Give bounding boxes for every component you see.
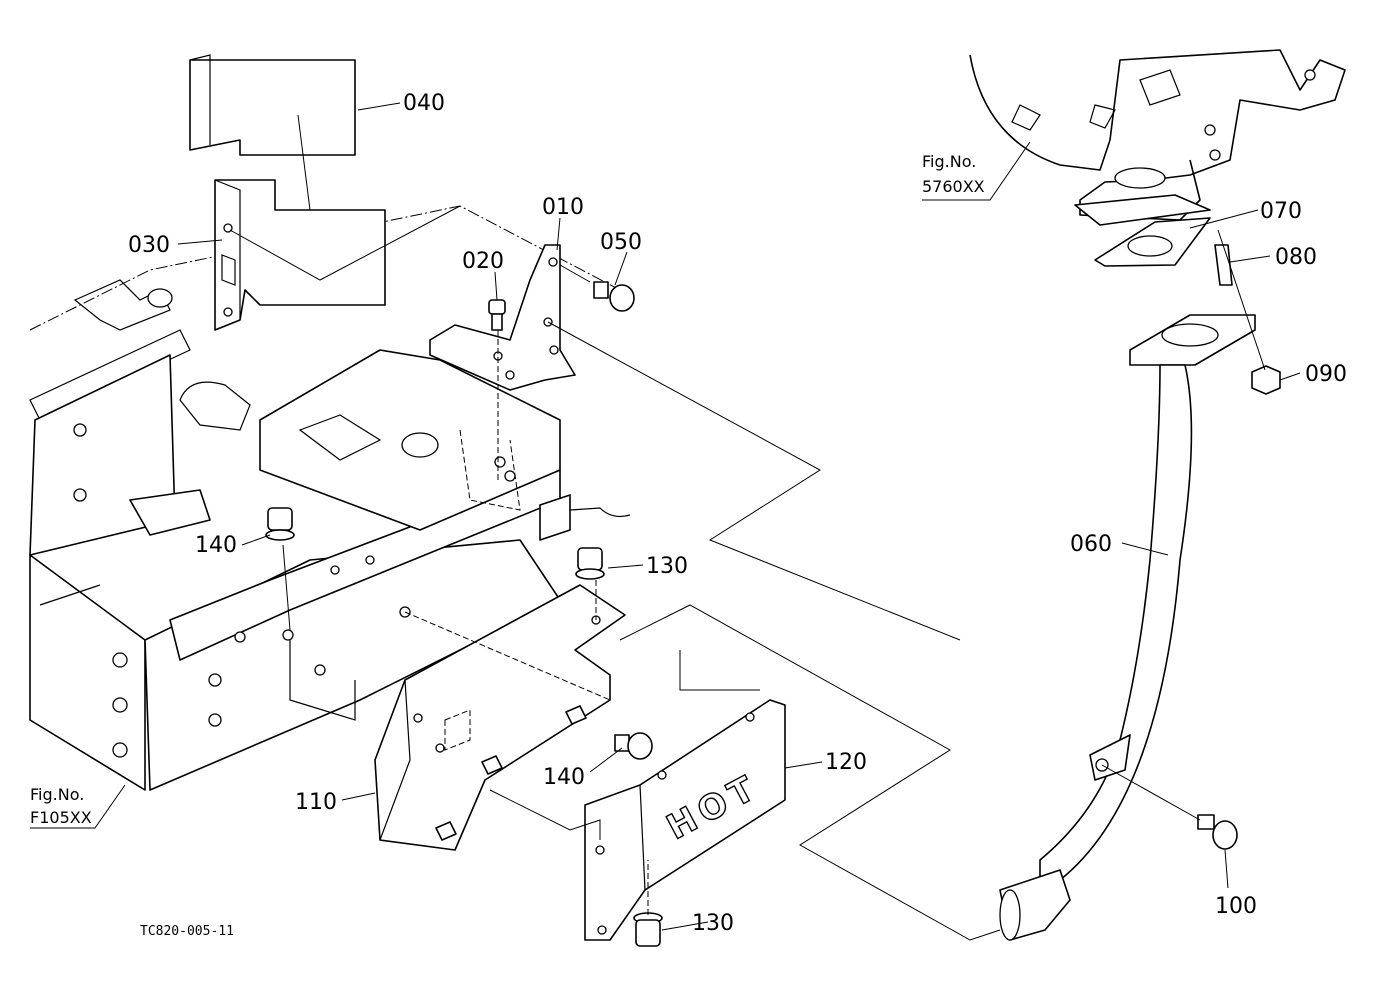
label-070: 070 [1260, 199, 1302, 224]
label-140-left: 140 [195, 533, 237, 558]
label-130-upper: 130 [646, 554, 688, 579]
label-130-lower: 130 [692, 911, 734, 936]
muffler-ref-line1: Fig.No. [922, 152, 976, 171]
part-100-bolt [1197, 814, 1238, 850]
part-030-bracket-plate [214, 179, 386, 331]
label-110: 110 [295, 790, 337, 815]
label-020: 020 [462, 249, 504, 274]
label-090: 090 [1305, 362, 1347, 387]
label-140-center: 140 [543, 765, 585, 790]
part-060-exhaust-pipe [999, 314, 1256, 941]
part-labels: 040 030 010 020 050 070 080 090 060 100 … [128, 91, 1347, 936]
muffler-ref-line2: 5760XX [922, 177, 985, 196]
label-010: 010 [542, 195, 584, 220]
part-130-bolt-upper [575, 547, 605, 580]
part-140-bolt-center [614, 732, 653, 760]
assembly-guide-lines [229, 205, 1266, 941]
label-080: 080 [1275, 245, 1317, 270]
part-050-bolt [593, 281, 635, 312]
part-140-bolt-left [265, 507, 295, 541]
muffler-assembly [969, 49, 1346, 226]
label-040: 040 [403, 91, 445, 116]
frame-ref-line1: Fig.No. [30, 785, 84, 804]
label-050: 050 [600, 230, 642, 255]
figure-references: Fig.No. 5760XX Fig.No. F105XX TC820-005-… [30, 152, 985, 939]
part-080-stud [1214, 244, 1233, 286]
label-030: 030 [128, 233, 170, 258]
leader-lines [30, 102, 1301, 931]
part-090-nut [1251, 365, 1281, 395]
label-120: 120 [825, 750, 867, 775]
label-100: 100 [1215, 894, 1257, 919]
part-020-bolt [488, 299, 506, 331]
drawing-code: TC820-005-11 [140, 924, 234, 939]
part-040-shield-plate [189, 54, 356, 156]
part-110-bracket [374, 584, 626, 851]
tractor-frame [29, 205, 631, 791]
label-060: 060 [1070, 532, 1112, 557]
part-070-gasket [1094, 217, 1211, 267]
part-130-bolt-lower [633, 912, 663, 947]
frame-ref-line2: F105XX [30, 808, 92, 827]
